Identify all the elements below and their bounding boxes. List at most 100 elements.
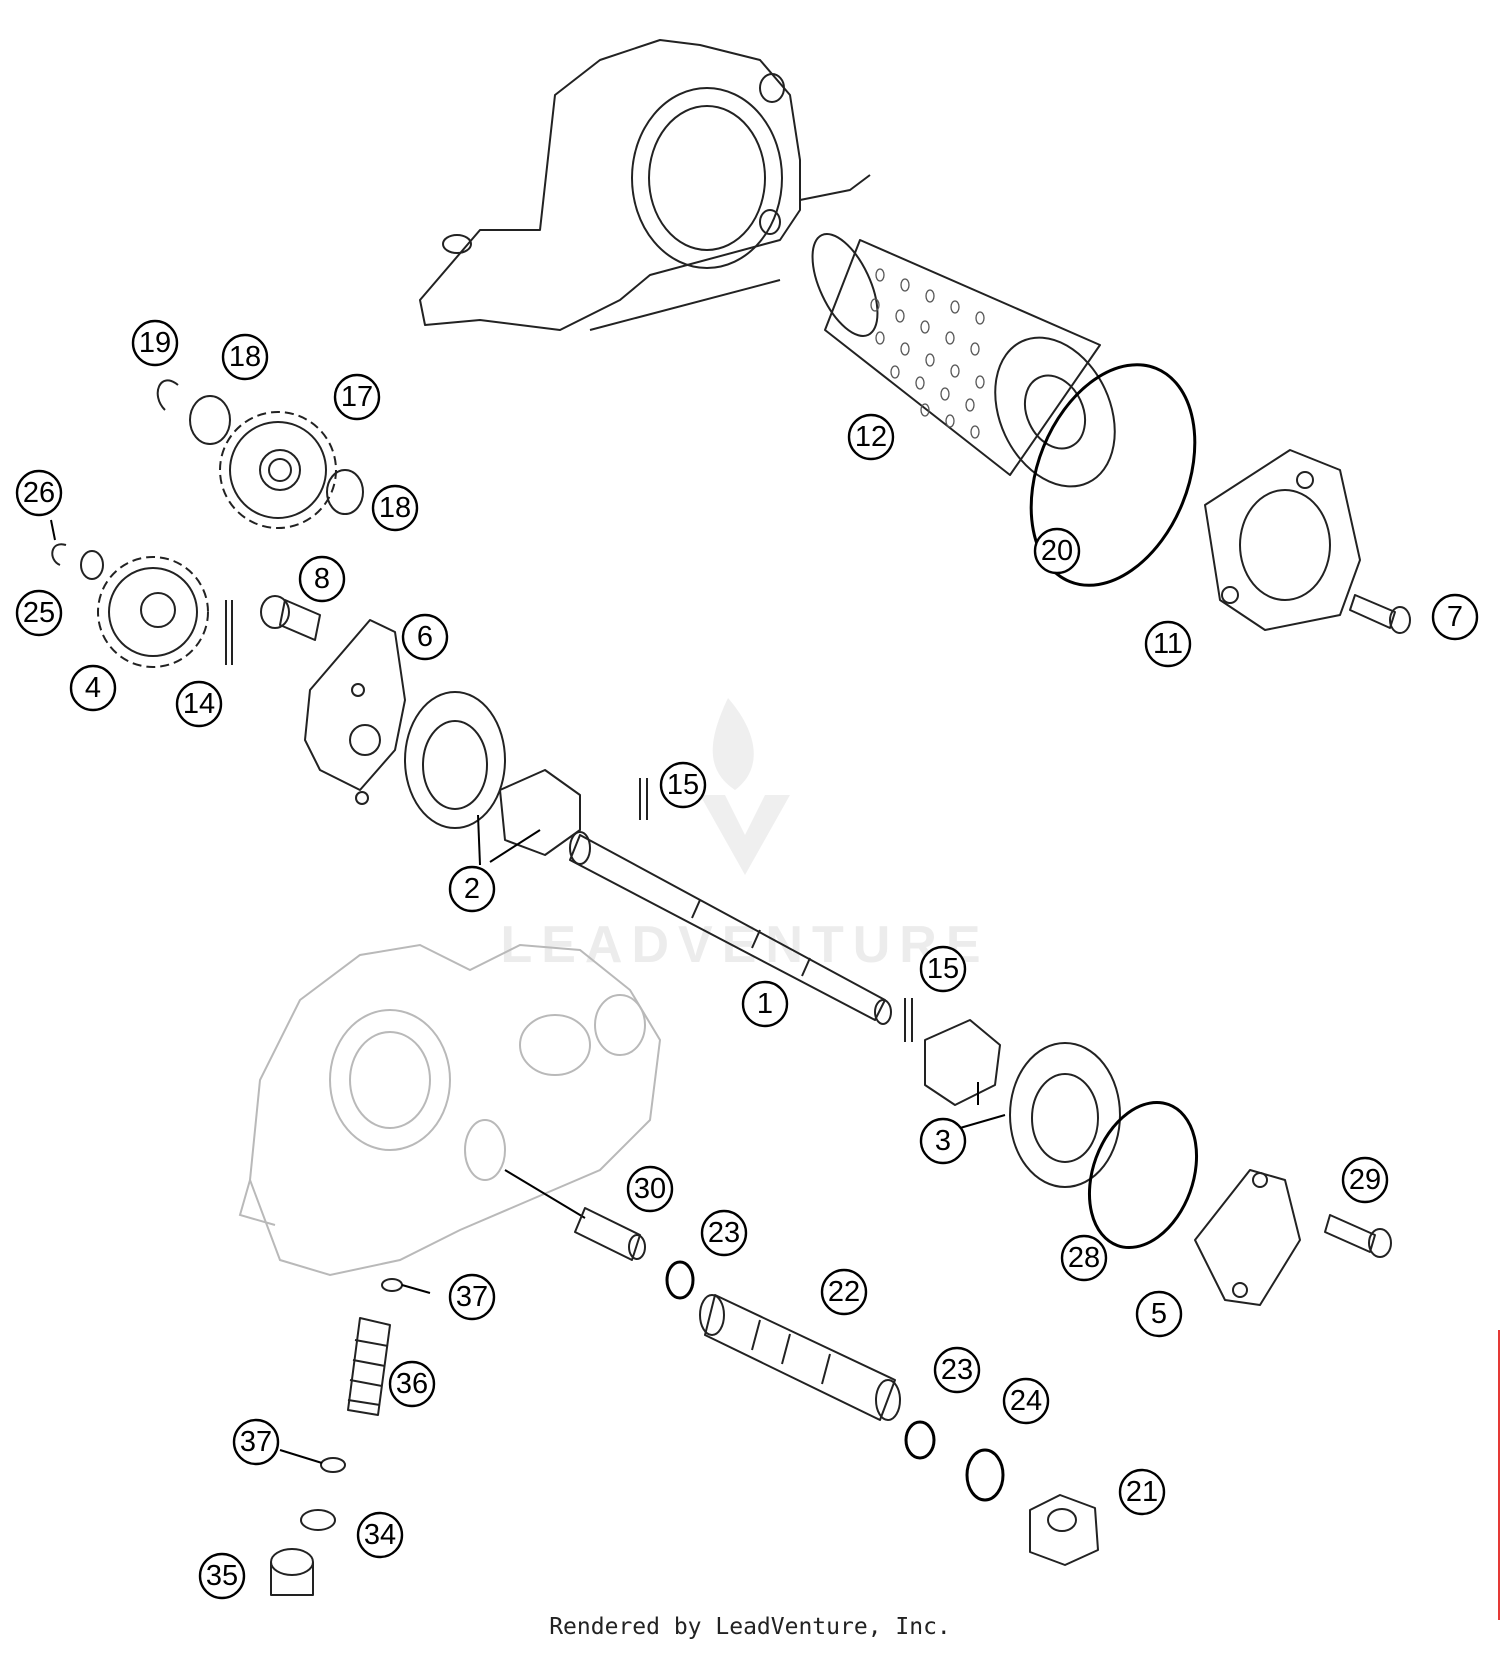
circlip-26 — [51, 543, 67, 566]
callout-15-label: 15 — [927, 953, 959, 985]
washer-18-right — [326, 469, 364, 515]
callout-30: 30 — [626, 1165, 674, 1213]
callout-29-label: 29 — [1349, 1164, 1381, 1196]
o-ring-23-upper — [665, 1260, 695, 1300]
callout-12: 12 — [847, 413, 895, 461]
callout-37-label: 37 — [456, 1281, 488, 1313]
callout-24: 24 — [1002, 1377, 1050, 1425]
callout-3: 3 — [919, 1117, 967, 1165]
callout-5-label: 5 — [1151, 1298, 1167, 1330]
callout-4-label: 4 — [85, 672, 101, 704]
callout-21: 21 — [1118, 1468, 1166, 1516]
screw-8 — [260, 595, 321, 641]
callout-21-label: 21 — [1126, 1476, 1158, 1508]
engine-case-top — [419, 39, 871, 331]
callout-14-label: 14 — [183, 688, 215, 720]
callout-26-label: 26 — [23, 477, 55, 509]
callout-37-label: 37 — [240, 1426, 272, 1458]
callout-22-label: 22 — [828, 1276, 860, 1308]
gasket-6 — [304, 619, 406, 805]
callout-5: 5 — [1135, 1290, 1183, 1338]
o-ring-20 — [1029, 363, 1197, 587]
callout-28-label: 28 — [1068, 1242, 1100, 1274]
callout-8: 8 — [298, 555, 346, 603]
callout-8-label: 8 — [314, 563, 330, 595]
washer-25 — [80, 550, 104, 580]
callout-37-upper: 37 — [448, 1273, 496, 1321]
page-edge-marker — [1498, 1330, 1500, 1620]
callout-6-label: 6 — [417, 621, 433, 653]
gear-17 — [219, 411, 337, 529]
callout-7-label: 7 — [1447, 601, 1463, 633]
callout-12-label: 12 — [855, 421, 887, 453]
callout-18-bottom: 18 — [371, 484, 419, 532]
o-ring-23-lower — [904, 1420, 936, 1460]
callout-15-label: 15 — [667, 769, 699, 801]
o-ring-28 — [1087, 1100, 1199, 1250]
callout-24-label: 24 — [1010, 1385, 1042, 1417]
gear-4 — [97, 556, 209, 668]
pin-15-upper — [639, 778, 648, 820]
circlip-19 — [156, 379, 179, 411]
callout-18-top: 18 — [221, 333, 269, 381]
footer-credit: Rendered by LeadVenture, Inc. — [549, 1614, 951, 1640]
pin-15-lower — [904, 998, 913, 1042]
filter-holes — [870, 268, 985, 439]
spring-36 — [347, 1317, 391, 1416]
callout-17-label: 17 — [341, 381, 373, 413]
callout-23-lower: 23 — [933, 1346, 981, 1394]
callout-3-label: 3 — [935, 1125, 951, 1157]
callout-34: 34 — [356, 1511, 404, 1559]
callout-36: 36 — [388, 1360, 436, 1408]
callout-14: 14 — [175, 680, 223, 728]
callout-23-upper: 23 — [700, 1209, 748, 1257]
oil-screen-22 — [699, 1294, 901, 1421]
callout-2-label: 2 — [464, 873, 480, 905]
callout-34-label: 34 — [364, 1519, 396, 1551]
screw-7 — [1349, 594, 1411, 634]
pump-rotor-2 — [404, 691, 581, 856]
callout-30-label: 30 — [634, 1173, 666, 1205]
leader-lines — [50, 519, 1006, 1129]
plug-21 — [1029, 1494, 1099, 1566]
callout-23-label: 23 — [941, 1354, 973, 1386]
filter-cover — [1204, 449, 1361, 631]
callout-19-label: 19 — [139, 327, 171, 359]
callout-19: 19 — [131, 319, 179, 367]
callout-18-label: 18 — [379, 492, 411, 524]
washer-18-left — [189, 395, 231, 445]
o-ring-24 — [965, 1448, 1005, 1502]
pump-cover-5 — [1194, 1169, 1301, 1306]
screw-29 — [1324, 1214, 1392, 1258]
o-ring-34 — [300, 1509, 336, 1531]
callout-22: 22 — [820, 1268, 868, 1316]
pump-shaft-1 — [569, 831, 892, 1025]
callout-1: 1 — [741, 980, 789, 1028]
callout-4: 4 — [69, 664, 117, 712]
callout-20: 20 — [1033, 527, 1081, 575]
engine-case-bottom — [238, 943, 662, 1277]
callout-28: 28 — [1060, 1234, 1108, 1282]
callout-35: 35 — [198, 1552, 246, 1600]
pin-14 — [225, 600, 233, 665]
callout-15-top: 15 — [659, 761, 707, 809]
callout-6: 6 — [401, 613, 449, 661]
callout-15-bottom: 15 — [919, 945, 967, 993]
callout-11-label: 11 — [1153, 628, 1183, 660]
callout-35-label: 35 — [206, 1560, 238, 1592]
o-ring-37-upper — [381, 1278, 403, 1292]
callout-11: 11 — [1144, 620, 1192, 668]
o-ring-37-lower — [320, 1457, 346, 1473]
callout-1-label: 1 — [757, 988, 773, 1020]
callout-18-label: 18 — [229, 341, 261, 373]
callout-23-label: 23 — [708, 1217, 740, 1249]
pump-rotor-3 — [924, 1019, 1121, 1188]
callout-29: 29 — [1341, 1156, 1389, 1204]
plug-35 — [270, 1548, 314, 1596]
part-30 — [504, 1169, 646, 1261]
callout-26: 26 — [15, 469, 63, 517]
callout-17: 17 — [333, 373, 381, 421]
callout-20-label: 20 — [1041, 535, 1073, 567]
callout-7: 7 — [1431, 593, 1479, 641]
